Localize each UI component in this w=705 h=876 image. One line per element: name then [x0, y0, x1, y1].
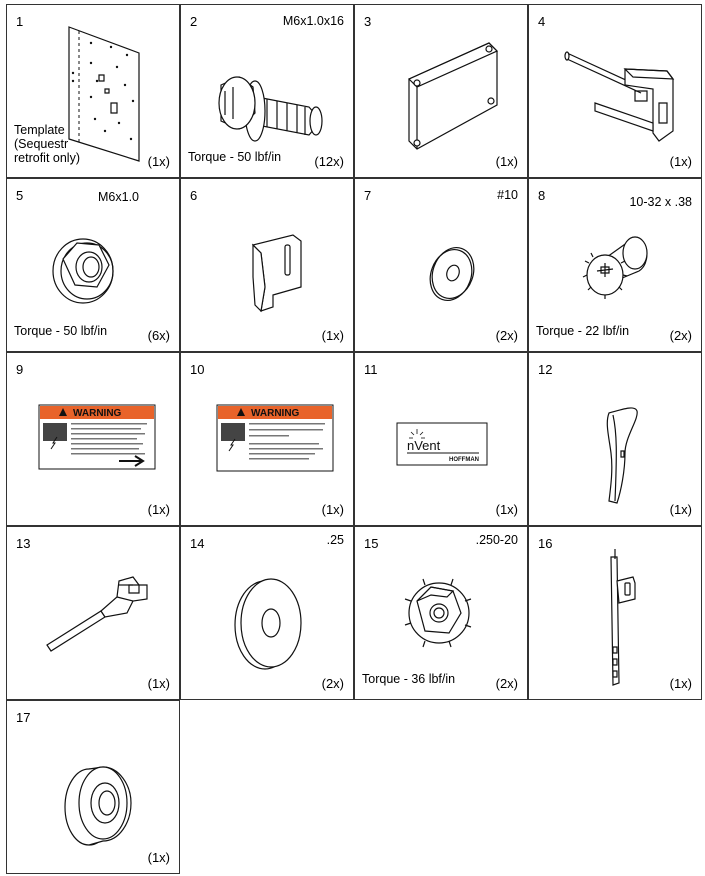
part-quantity: (1x) [147, 154, 170, 169]
part-number: 5 [16, 188, 24, 203]
flange-bolt-icon [181, 5, 354, 178]
label-line-3: retrofit only) [14, 151, 80, 165]
warning-heading: WARNING [251, 408, 300, 419]
part-quantity: (1x) [321, 328, 344, 343]
part-cell-9: 9 WARNING (1x) [6, 352, 180, 526]
part-quantity: (6x) [147, 328, 170, 343]
part-number: 15 [364, 536, 379, 551]
part-cell-7: 7 #10 (2x) [354, 178, 528, 352]
part-number: 4 [538, 14, 546, 29]
kep-nut-icon [355, 527, 528, 700]
part-cell-11: 11 nVent HOFFMAN (1x) [354, 352, 528, 526]
label-line-2: (Sequestr [14, 137, 69, 151]
locking-rod-icon [529, 527, 702, 700]
part-quantity: (1x) [147, 502, 170, 517]
label-line-1: Template [14, 123, 65, 137]
part-cell-8: 8 10-32 x .38 Torque - 22 lbf/in (2x) [528, 178, 702, 352]
part-number: 10 [190, 362, 205, 377]
part-quantity: (12x) [314, 154, 344, 169]
template-illustration [7, 5, 180, 178]
part-cell-10: 10 WARNING (1x) [180, 352, 354, 526]
part-cell-3: 3 (1x) [354, 4, 528, 178]
part-number: 11 [364, 362, 378, 377]
part-cell-12: 12 (1x) [528, 352, 702, 526]
part-number: 3 [364, 14, 372, 29]
part-spec: M6x1.0 [98, 190, 139, 204]
brand-name: nVent [407, 438, 441, 453]
part-number: 1 [16, 14, 24, 29]
part-number: 13 [16, 536, 31, 551]
part-number: 14 [190, 536, 205, 551]
part-quantity: (1x) [669, 154, 692, 169]
cover-plate-icon [355, 5, 528, 178]
torque-spec: Torque - 22 lbf/in [536, 324, 630, 338]
part-quantity: (1x) [321, 502, 344, 517]
part-quantity: (2x) [669, 328, 692, 343]
phillips-screw-icon [529, 179, 702, 352]
part-cell-16: 16 (1x) [528, 526, 702, 700]
part-quantity: (1x) [147, 676, 170, 691]
part-quantity: (1x) [669, 502, 692, 517]
warning-label-icon: WARNING [7, 353, 180, 526]
brand-subname: HOFFMAN [449, 457, 479, 463]
part-cell-14: 14 .25 (2x) [180, 526, 354, 700]
part-number: 8 [538, 188, 546, 203]
part-spec: 10-32 x .38 [629, 195, 692, 209]
part-cell-2: 2 M6x1.0x16 Torque - 50 lbf/in (12x) [180, 4, 354, 178]
part-cell-1: 1 Template (Sequestr retrofit only) (1x) [6, 4, 180, 178]
torque-spec: Torque - 50 lbf/in [188, 150, 282, 164]
part-cell-4: 4 (1x) [528, 4, 702, 178]
parts-grid: 1 Template (Sequestr retrofit only) (1x)… [6, 4, 702, 875]
part-quantity: (1x) [495, 154, 518, 169]
part-number: 12 [538, 362, 553, 377]
part-quantity: (2x) [495, 328, 518, 343]
part-label: Template (Sequestr retrofit only) [14, 123, 80, 165]
warning-heading: WARNING [73, 408, 122, 419]
part-number: 17 [16, 710, 31, 725]
part-cell-5: 5 M6x1.0 Torque - 50 lbf/in (6x) [6, 178, 180, 352]
clip-bracket-icon [181, 179, 354, 352]
part-spec: .250-20 [475, 533, 518, 547]
part-spec: .25 [326, 533, 344, 547]
nvent-logo-icon [409, 429, 425, 438]
part-number: 9 [16, 362, 24, 377]
part-number: 2 [190, 14, 198, 29]
part-cell-17: 17 (1x) [6, 700, 180, 874]
part-number: 6 [190, 188, 198, 203]
latch-bracket-icon [529, 5, 702, 178]
cam-latch-key-icon [7, 527, 180, 700]
part-cell-15: 15 .250-20 Torque - 36 lbf/in (2x) [354, 526, 528, 700]
part-quantity: (2x) [495, 676, 518, 691]
part-spec: #10 [497, 188, 518, 202]
warning-label-icon: WARNING [181, 353, 354, 526]
spacer-bushing-icon [7, 701, 180, 874]
handle-grip-icon [529, 353, 702, 526]
part-number: 7 [364, 188, 372, 203]
nvent-hoffman-label-icon: nVent HOFFMAN [355, 353, 528, 526]
part-quantity: (2x) [321, 676, 344, 691]
torque-spec: Torque - 50 lbf/in [14, 324, 108, 338]
large-washer-icon [181, 527, 354, 700]
part-number: 16 [538, 536, 553, 551]
part-cell-6: 6 (1x) [180, 178, 354, 352]
washer-icon [355, 179, 528, 352]
part-quantity: (1x) [495, 502, 518, 517]
torque-spec: Torque - 36 lbf/in [362, 672, 456, 686]
part-cell-13: 13 (1x) [6, 526, 180, 700]
part-spec: M6x1.0x16 [282, 14, 344, 28]
flange-nut-icon [7, 179, 180, 352]
part-quantity: (1x) [669, 676, 692, 691]
part-quantity: (1x) [147, 850, 170, 865]
